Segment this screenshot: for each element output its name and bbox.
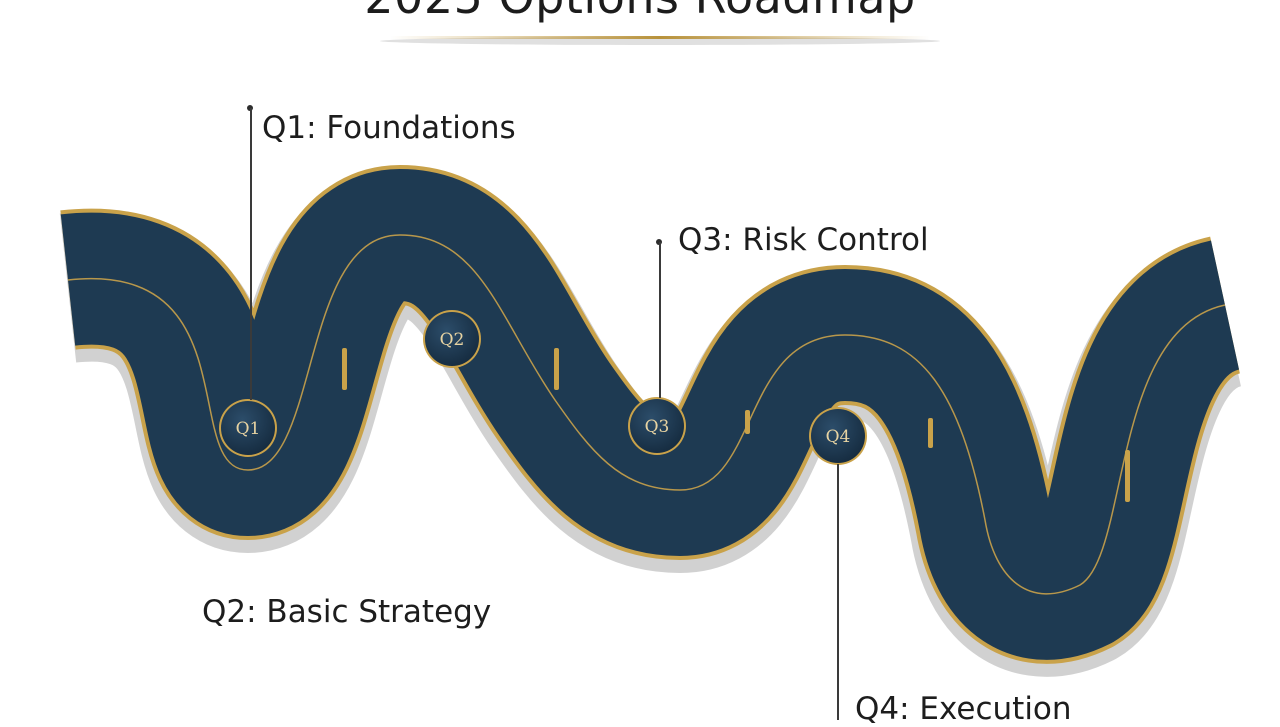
marker-q3: Q3 bbox=[628, 397, 686, 455]
leader-line-q4 bbox=[837, 464, 839, 720]
marker-q3-text: Q3 bbox=[645, 417, 670, 437]
marker-q4-text: Q4 bbox=[826, 427, 851, 447]
label-q1: Q1: Foundations bbox=[262, 110, 516, 146]
label-q3: Q3: Risk Control bbox=[678, 222, 929, 258]
marker-q2-text: Q2 bbox=[440, 330, 465, 350]
marker-q1-text: Q1 bbox=[236, 419, 261, 439]
marker-q4: Q4 bbox=[809, 407, 867, 465]
road-dash bbox=[745, 410, 750, 434]
road-dashes bbox=[342, 348, 1130, 502]
road-dash bbox=[928, 418, 933, 448]
road-center-line bbox=[67, 234, 1226, 595]
road-dash bbox=[554, 348, 559, 390]
road-dash bbox=[342, 348, 347, 390]
page-title: 2025 Options Roadmap bbox=[0, 0, 1280, 24]
leader-line-q1 bbox=[250, 108, 252, 400]
leader-line-q3 bbox=[659, 242, 661, 398]
label-q4: Q4: Execution bbox=[855, 691, 1072, 727]
marker-q1: Q1 bbox=[219, 399, 277, 457]
road-dash bbox=[1125, 450, 1130, 502]
marker-q2: Q2 bbox=[423, 310, 481, 368]
title-underline bbox=[380, 36, 940, 45]
label-q2: Q2: Basic Strategy bbox=[202, 594, 492, 630]
